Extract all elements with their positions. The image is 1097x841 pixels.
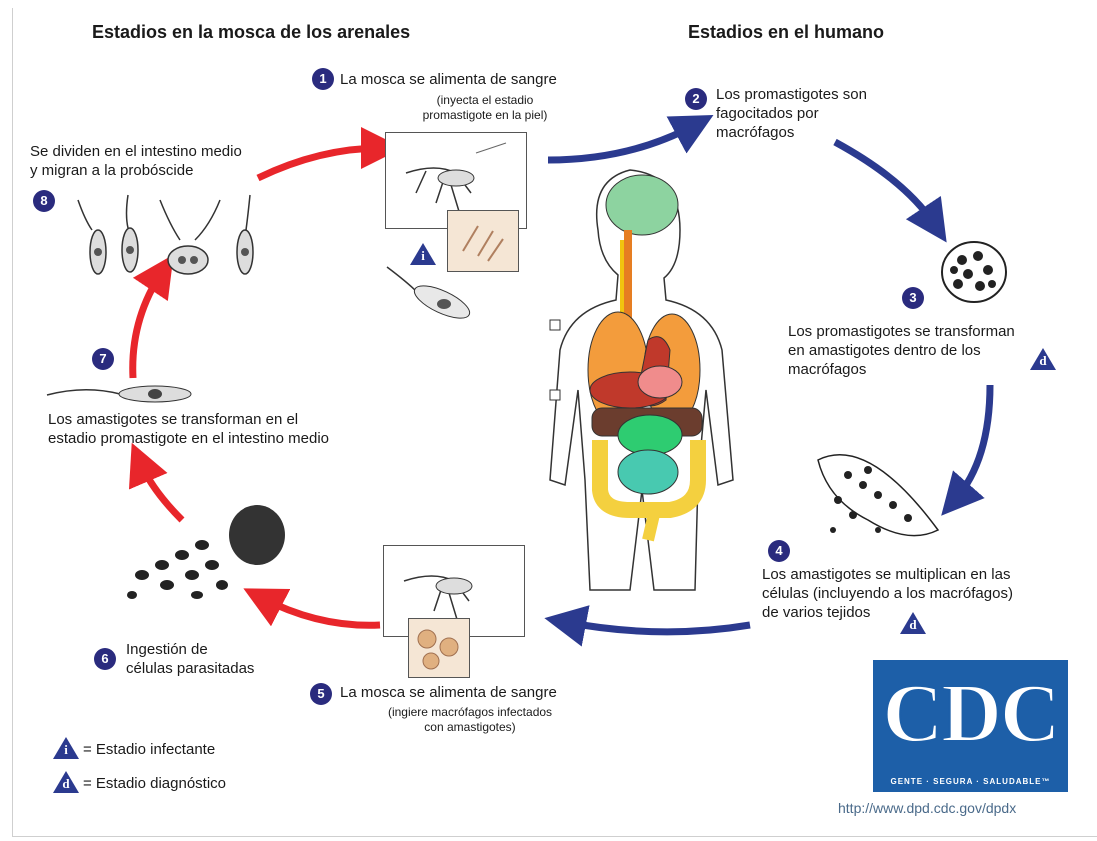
step-5-badge: 5 xyxy=(310,683,332,705)
dividing-promastigotes-illustration xyxy=(77,194,254,275)
step-2-text: Los promastigotes son fagocitados por ma… xyxy=(716,86,867,141)
arrow-7-to-8 xyxy=(129,254,174,379)
step-6-badge: 6 xyxy=(94,648,116,670)
cdc-logo: CDC GENTE · SEGURA · SALUDABLE™ xyxy=(873,660,1068,792)
step-8-text: Se dividen en el intestino medio y migra… xyxy=(30,143,242,179)
legend-diagnostic-text: = Estadio diagnóstico xyxy=(83,775,227,792)
promastigote-skin-inset xyxy=(447,210,519,272)
infective-stage-icon: i xyxy=(410,243,436,265)
step-5-text: La mosca se alimenta de sangre xyxy=(340,684,557,701)
arrow-2-to-3 xyxy=(833,138,947,243)
arrow-1-to-2 xyxy=(547,115,714,164)
step-1-badge: 1 xyxy=(312,68,334,90)
step-4-badge: 4 xyxy=(768,540,790,562)
promastigote-illustration xyxy=(386,266,471,319)
arrow-4-to-5 xyxy=(544,605,751,647)
diagnostic-stage-icon-4: d xyxy=(900,612,926,634)
step-3-text: Los promastigotes se transforman en amas… xyxy=(788,323,1015,378)
step-7-text: Los amastigotes se transforman en el est… xyxy=(48,411,330,447)
arrow-6-to-7 xyxy=(128,442,185,523)
step-6-text: Ingestión de células parasitadas xyxy=(126,641,255,677)
step-7-badge: 7 xyxy=(92,348,114,370)
legend-infective-text: = Estadio infectante xyxy=(83,741,216,758)
human-body-illustration xyxy=(549,169,734,591)
figure-frame xyxy=(12,8,1097,837)
step-8-badge: 8 xyxy=(33,190,55,212)
legend-diagnostic-icon: d xyxy=(53,771,79,793)
arrow-3-to-4 xyxy=(941,384,994,516)
step-1-subtext: (inyecta el estadio promastigote en la p… xyxy=(422,93,548,122)
midgut-promastigote-illustration xyxy=(46,385,192,403)
cdc-logo-tagline: GENTE · SEGURA · SALUDABLE™ xyxy=(890,777,1051,786)
arrow-5-to-6 xyxy=(243,588,381,629)
sandfly-stages-heading: Estadios en la mosca de los arenales xyxy=(92,22,411,42)
diagnostic-stage-icon-3: d xyxy=(1030,348,1056,370)
infected-macrophages-inset xyxy=(408,618,470,678)
parasitized-cells-illustration xyxy=(127,505,285,599)
tissue-amastigotes-illustration xyxy=(817,454,940,537)
infected-macrophage-illustration xyxy=(941,241,1007,303)
step-5-subtext: (ingiere macrófagos infectados con amast… xyxy=(387,705,553,734)
legend-infective-icon: i xyxy=(53,737,79,759)
step-1-text: La mosca se alimenta de sangre xyxy=(340,71,557,88)
step-2-badge: 2 xyxy=(685,88,707,110)
step-4-text: Los amastigotes se multiplican en las cé… xyxy=(762,566,1013,621)
human-stages-heading: Estadios en el humano xyxy=(688,22,885,42)
cdc-logo-letters: CDC xyxy=(882,666,1062,761)
source-url[interactable]: http://www.dpd.cdc.gov/dpdx xyxy=(838,800,1017,816)
arrow-8-to-1 xyxy=(256,127,403,182)
step-3-badge: 3 xyxy=(902,287,924,309)
